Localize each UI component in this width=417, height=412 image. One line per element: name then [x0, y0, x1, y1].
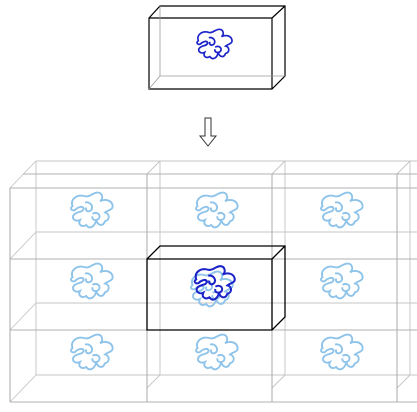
- periodic-grid: [9, 160, 417, 403]
- single-box: [148, 5, 286, 90]
- molecule-image-r3c3: [319, 333, 364, 371]
- polymer-molecule: [196, 28, 233, 60]
- image-molecules: [69, 191, 364, 371]
- molecule-image-r1c1: [69, 191, 114, 229]
- molecule-image-r1c2: [194, 191, 239, 229]
- molecule-image-r1c3: [319, 191, 364, 229]
- molecule-image-r2c3: [319, 262, 364, 300]
- single-box-hidden-edges: [148, 6, 285, 90]
- molecule-image-r3c1: [69, 333, 114, 371]
- molecule-image-r2c1: [69, 262, 114, 300]
- single-box-edges: [148, 5, 286, 90]
- down-arrow-icon: [198, 117, 218, 147]
- central-cell: [146, 245, 286, 331]
- molecule-image-r3c2: [194, 333, 239, 371]
